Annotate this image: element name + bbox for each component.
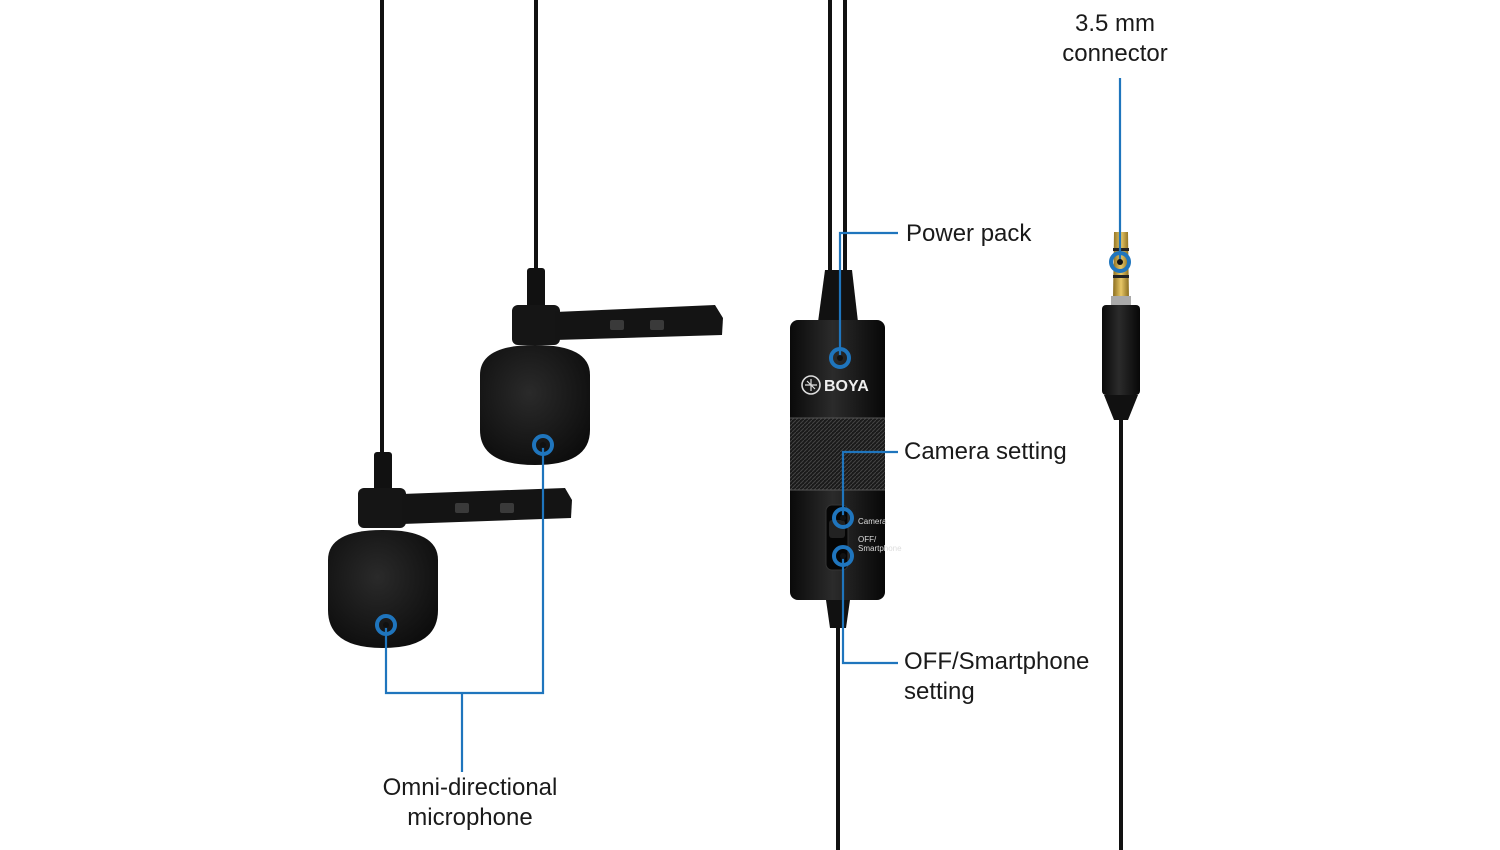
microphone-label: Omni-directional microphone <box>360 773 580 833</box>
microphone-upper <box>480 268 723 465</box>
camera-setting-label-text: Camera setting <box>904 438 1067 465</box>
callout-points <box>375 251 1131 636</box>
off-smartphone-label: OFF/Smartphone setting <box>904 647 1089 707</box>
switch-label-smartphone: Smartphone <box>858 544 902 553</box>
switch-label-camera: Camera <box>858 517 887 526</box>
cables <box>380 0 1123 850</box>
camera-setting-label: Camera setting <box>904 437 1067 467</box>
power-pack <box>790 270 885 628</box>
switch-label-off: OFF/ <box>858 535 877 544</box>
microphone-label-line2: microphone <box>407 804 533 831</box>
microphone-lower <box>328 452 572 648</box>
callout-lines <box>384 78 1122 772</box>
connector-label-line2: connector <box>1062 40 1168 67</box>
off-smartphone-label-line2: setting <box>904 678 975 705</box>
connector-label: 3.5 mm connector <box>1040 9 1190 69</box>
brand-logo-text: BOYA <box>824 378 869 395</box>
boya-logo-icon <box>801 375 821 395</box>
connector-label-line1: 3.5 mm <box>1074 10 1155 37</box>
microphone-label-line1: Omni-directional <box>382 774 558 801</box>
power-pack-label-text: Power pack <box>906 220 1032 247</box>
off-smartphone-label-line1: OFF/Smartphone <box>904 648 1090 675</box>
power-pack-label: Power pack <box>906 219 1031 249</box>
